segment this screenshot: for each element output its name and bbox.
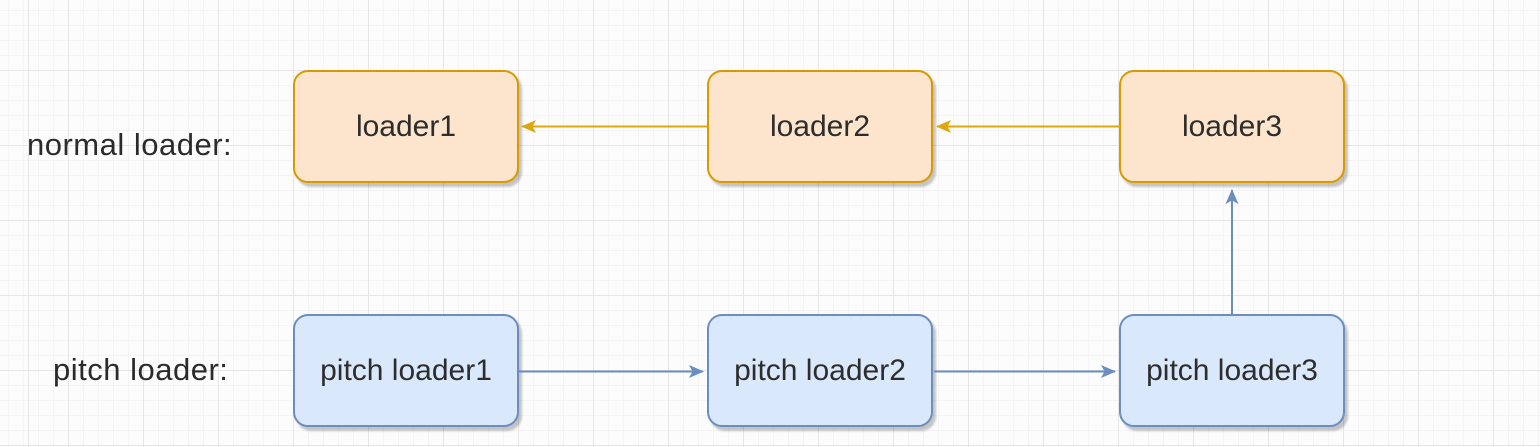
node-loader1-label: loader1: [355, 109, 457, 143]
node-pitch-loader2-label: pitch loader2: [734, 353, 906, 387]
node-loader3-label: loader3: [1181, 109, 1283, 143]
node-pitch-loader1-label: pitch loader1: [320, 353, 492, 387]
node-loader3[interactable]: loader3: [1119, 70, 1345, 183]
node-pitch-loader1[interactable]: pitch loader1: [293, 314, 519, 427]
node-pitch-loader2[interactable]: pitch loader2: [707, 314, 933, 427]
node-pitch-loader3[interactable]: pitch loader3: [1119, 314, 1345, 427]
normal-loader-row-label[interactable]: normal loader:: [27, 127, 233, 162]
node-loader2[interactable]: loader2: [707, 70, 933, 183]
pitch-loader-row-label[interactable]: pitch loader:: [53, 352, 229, 387]
node-loader2-label: loader2: [769, 109, 871, 143]
node-pitch-loader3-label: pitch loader3: [1146, 353, 1318, 387]
node-loader1[interactable]: loader1: [293, 70, 519, 183]
